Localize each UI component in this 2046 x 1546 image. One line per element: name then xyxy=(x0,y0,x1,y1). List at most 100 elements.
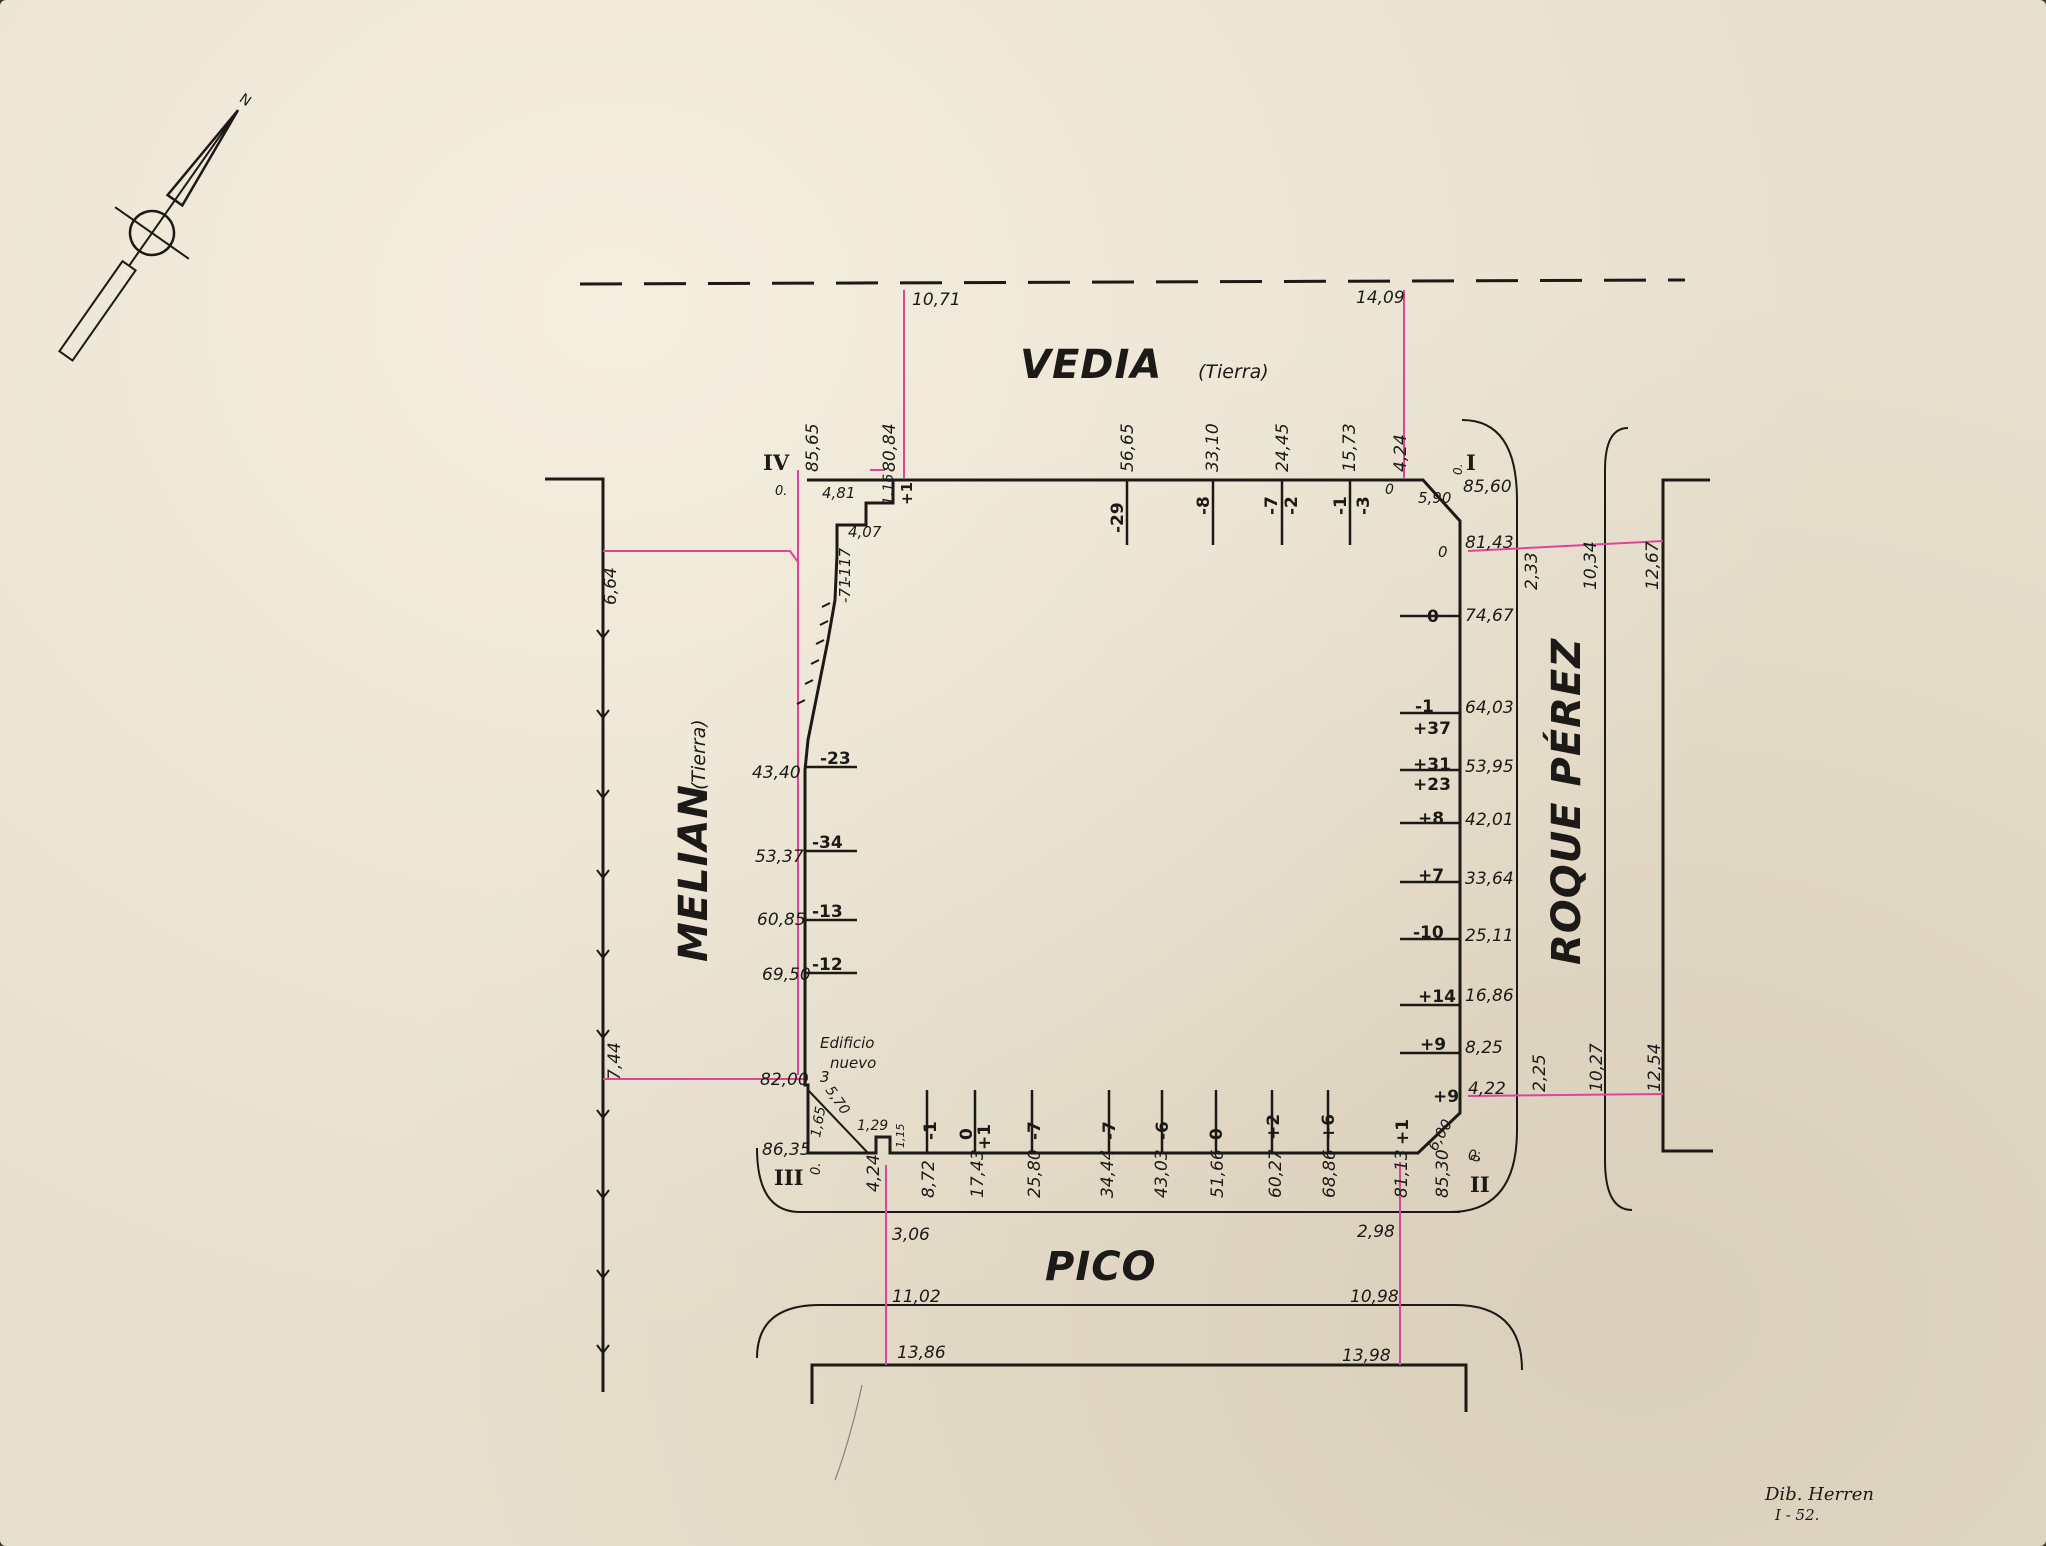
north-arrow-icon: N xyxy=(58,91,254,362)
level-label: -13 xyxy=(812,902,843,922)
chainage-label: 24,45 xyxy=(1273,423,1293,472)
chainage-label: 82,00 xyxy=(760,1070,809,1090)
level-label: -12 xyxy=(812,955,843,975)
corner-small-label: 0 xyxy=(1385,482,1394,498)
corner-small-label: 3 xyxy=(820,1068,830,1086)
corner-label-iii: III xyxy=(774,1165,803,1190)
level-ticks xyxy=(805,480,1460,1153)
chainage-label: 81,13 xyxy=(1392,1149,1412,1198)
corner-small-label: 1,29 xyxy=(857,1118,888,1134)
chainage-label: 85,65 xyxy=(803,423,823,472)
level-label: +7 xyxy=(1418,866,1444,886)
chainage-label: 33,64 xyxy=(1465,869,1514,889)
roque-perez-block-curb xyxy=(1449,419,1518,1213)
level-label: -1 xyxy=(921,1121,941,1140)
level-label: -34 xyxy=(812,833,843,853)
chainage-label: 25,80 xyxy=(1025,1149,1045,1198)
corner-label-ii: II xyxy=(1470,1172,1490,1197)
level-label: -8 xyxy=(1194,496,1214,515)
street-vedia: VEDIA xyxy=(1020,342,1162,388)
level-label: -7 xyxy=(1262,496,1282,515)
chainage-label: 56,65 xyxy=(1118,423,1138,472)
corner-small-label: 4,07 xyxy=(848,523,882,541)
chainage-label: 4,24 xyxy=(1391,434,1411,472)
street-roque-perez: ROQUE PÉREZ xyxy=(1542,638,1590,965)
chainage-label: 53,37 xyxy=(755,847,804,867)
street-measure: 13,98 xyxy=(1342,1346,1391,1366)
level-label: 0 xyxy=(1207,1128,1227,1140)
vedia-far-curb xyxy=(579,278,1686,286)
chainage-label: 43,40 xyxy=(752,763,801,783)
level-label: +9 xyxy=(1433,1087,1459,1107)
reference-lines xyxy=(603,290,1664,1365)
level-label: +31 xyxy=(1413,755,1451,775)
chainage-label: 69,50 xyxy=(762,965,811,985)
level-label: +23 xyxy=(1413,775,1451,795)
corner-label-i: I xyxy=(1466,450,1476,475)
chainage-label: 80,84 xyxy=(880,423,900,472)
chainage-label: 15,73 xyxy=(1340,423,1360,472)
chainage-label: 4,24 xyxy=(864,1154,884,1192)
chainage-label: 86,35 xyxy=(762,1140,811,1160)
chainage-label: 16,86 xyxy=(1465,986,1514,1006)
chainage-label: 17,43 xyxy=(968,1149,988,1198)
chainage-label: 85,60 xyxy=(1463,477,1512,497)
chainage-label: 25,11 xyxy=(1465,926,1514,946)
vedia-measure: 14,09 xyxy=(1356,288,1405,308)
level-label: +37 xyxy=(1413,719,1451,739)
level-label: +2 xyxy=(1264,1114,1284,1140)
chainage-label: 51,66 xyxy=(1208,1149,1228,1198)
chainage-label: 64,03 xyxy=(1465,698,1514,718)
chainage-label: 8,25 xyxy=(1465,1038,1503,1058)
street-measure: 6,64 xyxy=(601,567,621,605)
level-label: 0 xyxy=(1427,607,1439,627)
level-label: +1 xyxy=(975,1124,995,1150)
chainage-label: 81,43 xyxy=(1465,533,1514,553)
chainage-label: 74,67 xyxy=(1465,606,1514,626)
level-label: -3 xyxy=(1354,496,1374,515)
corner-small-label: 0. xyxy=(1451,464,1465,475)
corner-small-label: 0. xyxy=(775,484,787,499)
street-melian-note: (Tierra) xyxy=(688,719,710,790)
corner-small-label: 1,15 xyxy=(894,1124,907,1149)
level-label: -10 xyxy=(1413,923,1444,943)
roque-perez-near-curb xyxy=(1604,427,1633,1211)
signature-line-1: Dib. Herren xyxy=(1764,1484,1874,1505)
level-label: +1 xyxy=(1393,1119,1413,1145)
street-measure: 13,86 xyxy=(897,1343,946,1363)
corner-label-iv: IV xyxy=(763,450,790,475)
corner-small-label: +1 xyxy=(898,482,916,505)
corner-small-label: 4,81 xyxy=(822,484,855,502)
level-label: -23 xyxy=(820,749,851,769)
level-label: -7 xyxy=(1100,1121,1120,1140)
corner-small-label: 0. xyxy=(1469,1151,1483,1162)
street-measure: 10,27 xyxy=(1587,1043,1607,1092)
level-label: +9 xyxy=(1420,1035,1446,1055)
street-measure: 7,44 xyxy=(605,1042,625,1080)
level-label: -7 xyxy=(1025,1121,1045,1140)
roque-perez-far-curb xyxy=(1661,478,1713,1153)
chainage-label: 4,22 xyxy=(1468,1079,1506,1099)
level-label: +14 xyxy=(1418,987,1456,1007)
corner-small-label: 0. xyxy=(809,1163,824,1175)
corner-small-label: 1,65 xyxy=(808,1105,829,1139)
street-melian: MELIAN xyxy=(671,784,717,962)
offset-label: -117 xyxy=(836,548,854,582)
chainage-label: 33,10 xyxy=(1203,423,1223,472)
stray-pencil-mark xyxy=(834,1384,863,1481)
signature-line-2: I - 52. xyxy=(1774,1506,1819,1524)
block-outline xyxy=(796,478,1462,1155)
building-note-1: Edificio xyxy=(820,1034,874,1052)
pico-block-curb xyxy=(756,1147,1460,1213)
street-measure: 10,98 xyxy=(1350,1287,1399,1307)
street-measure: 3,06 xyxy=(892,1225,930,1245)
street-vedia-note: (Tierra) xyxy=(1198,361,1269,383)
vedia-measure: 10,71 xyxy=(912,290,961,310)
chainage-label: 85,30 xyxy=(1433,1149,1453,1198)
level-label: 0 xyxy=(957,1128,977,1140)
level-label: -2 xyxy=(1282,496,1302,515)
chainage-label: 60,85 xyxy=(757,910,806,930)
chainage-label: 34,44 xyxy=(1098,1149,1118,1198)
